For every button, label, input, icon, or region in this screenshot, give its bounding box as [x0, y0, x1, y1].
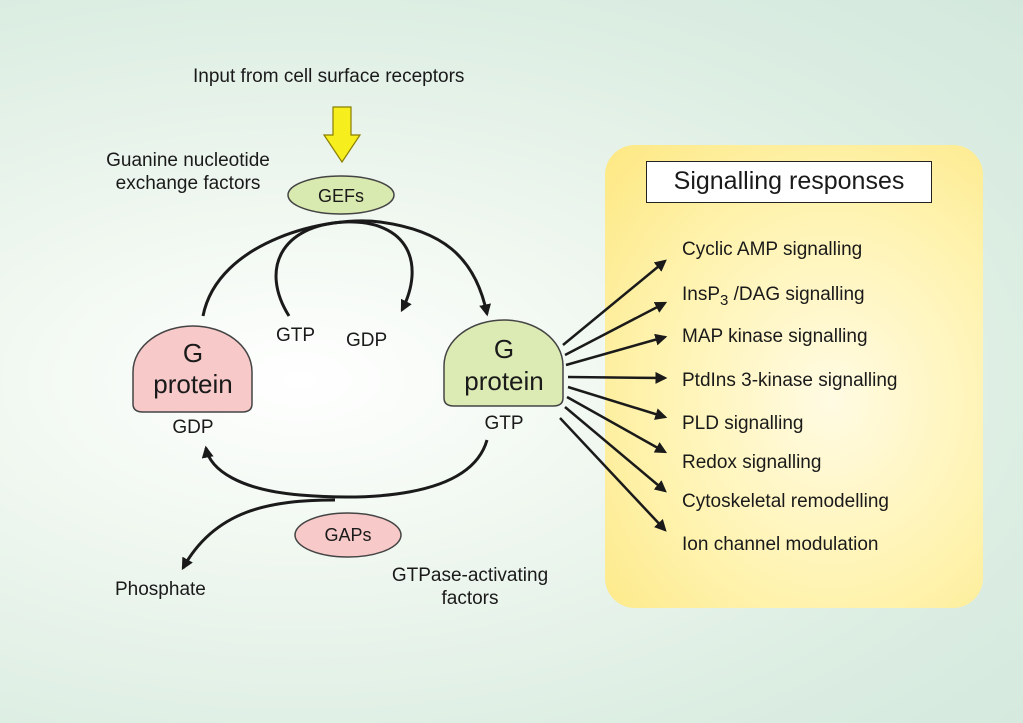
phosphate-label: Phosphate: [115, 579, 206, 600]
response-arrow: [567, 385, 668, 420]
phosphate-release-arrow: [181, 498, 336, 571]
g-protein-gdp-shape: [132, 325, 253, 413]
response-arrow: [564, 301, 668, 357]
gap-badge-label: GAPs: [324, 525, 372, 545]
response-arrow: [562, 259, 667, 346]
inactivation-arc: [201, 439, 489, 499]
response-arrow: [564, 406, 667, 493]
g-protein-gtp-shape: [443, 319, 564, 407]
gef-description-line1: Guanine nucleotide: [106, 150, 270, 171]
response-arrow: [559, 417, 667, 532]
response-arrow: [567, 371, 668, 384]
gef-ellipse: [287, 175, 395, 215]
response-ion-channel: Ion channel modulation: [682, 534, 879, 555]
input-arrow-icon: [322, 106, 362, 164]
gtp-in-label: GTP: [276, 325, 316, 346]
gap-description-line2: factors: [441, 588, 499, 609]
response-redox: Redox signalling: [682, 452, 822, 473]
gdp-out-label: GDP: [346, 330, 388, 351]
left-protein-state: GDP: [172, 417, 214, 438]
response-cyclic-amp: Cyclic AMP signalling: [682, 239, 863, 260]
signalling-responses-title: Signalling responses: [646, 161, 932, 203]
nucleotide-exchange-loop: [274, 220, 414, 317]
signalling-responses-panel: [605, 145, 983, 608]
gef-badge-label: GEFs: [317, 186, 364, 206]
right-protein-line1: G: [493, 334, 515, 364]
response-arrow: [566, 395, 668, 454]
gef-description-line2: exchange factors: [115, 173, 261, 194]
response-cytoskeletal: Cytoskeletal remodelling: [682, 491, 889, 512]
response-insp3-dag: InsP3 /DAG signalling: [682, 284, 865, 309]
input-label: Input from cell surface receptors: [193, 66, 465, 87]
left-protein-line1: G: [182, 338, 204, 368]
response-map-kinase: MAP kinase signalling: [682, 326, 868, 347]
response-ptdins-3-kinase: PtdIns 3-kinase signalling: [682, 370, 898, 391]
activation-arc: [201, 219, 491, 317]
right-protein-line2: protein: [464, 366, 544, 396]
left-protein-line2: protein: [153, 369, 233, 399]
response-arrow: [565, 333, 668, 367]
gap-ellipse: [294, 512, 402, 558]
response-pld: PLD signalling: [682, 413, 804, 434]
gap-description-line1: GTPase-activating: [391, 565, 549, 586]
right-protein-state: GTP: [484, 413, 524, 434]
